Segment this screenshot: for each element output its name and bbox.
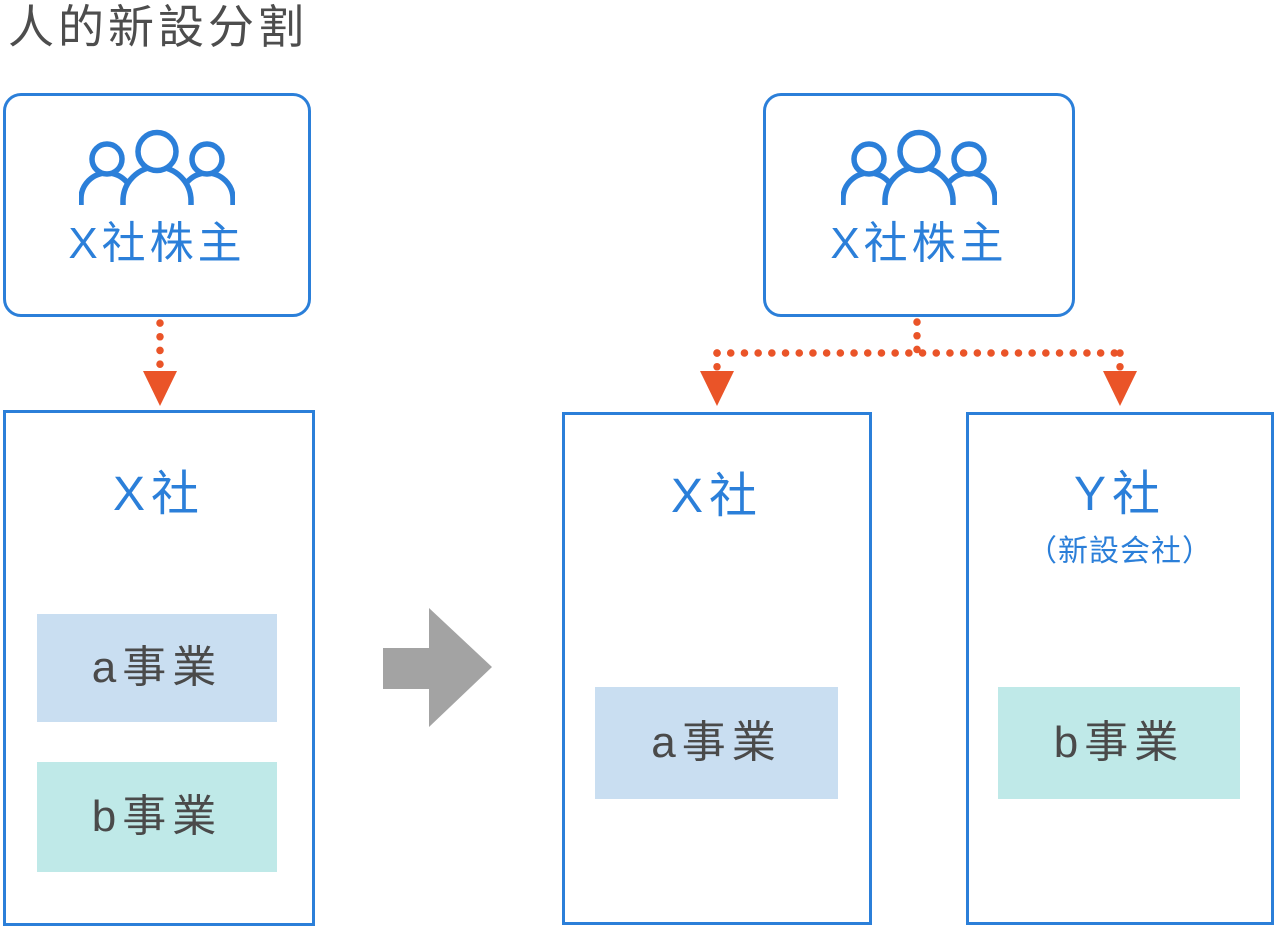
business-chip-b-before: b事業: [37, 762, 277, 872]
person-right-head: [951, 141, 987, 177]
shareholders-card-before: X社株主: [3, 93, 311, 317]
person-right-head: [189, 141, 225, 177]
shareholders-label-after: X社株主: [830, 219, 1008, 268]
diagram-title: 人的新設分割: [8, 1, 308, 53]
people-icon: [79, 129, 235, 205]
person-left-head: [89, 141, 125, 177]
company-box-y-after: Y社 （新設会社） b事業: [966, 412, 1274, 925]
business-chip-a-after: a事業: [595, 687, 838, 799]
person-center-head: [135, 129, 179, 174]
business-chip-b-after: b事業: [998, 687, 1240, 799]
arrowhead-before: [143, 371, 177, 406]
company-name-x-after: X社: [670, 470, 764, 523]
company-name-y-after: Y社: [1073, 468, 1167, 521]
company-box-x-before: X社 a事業 b事業: [3, 410, 315, 926]
company-name-x-before: X社: [112, 468, 206, 521]
person-center-head: [897, 129, 941, 174]
arrowhead-after-x: [700, 371, 734, 406]
shareholders-label-before: X社株主: [68, 219, 246, 268]
arrowhead-after-y: [1103, 371, 1137, 406]
business-chip-a-before: a事業: [37, 614, 277, 722]
company-subtitle-y-new: （新設会社）: [1027, 535, 1213, 568]
people-icon: [841, 129, 997, 205]
shareholders-card-after: X社株主: [763, 93, 1075, 317]
company-box-x-after: X社 a事業: [562, 412, 872, 925]
thick-right-arrow-icon: [383, 608, 492, 727]
person-left-head: [851, 141, 887, 177]
